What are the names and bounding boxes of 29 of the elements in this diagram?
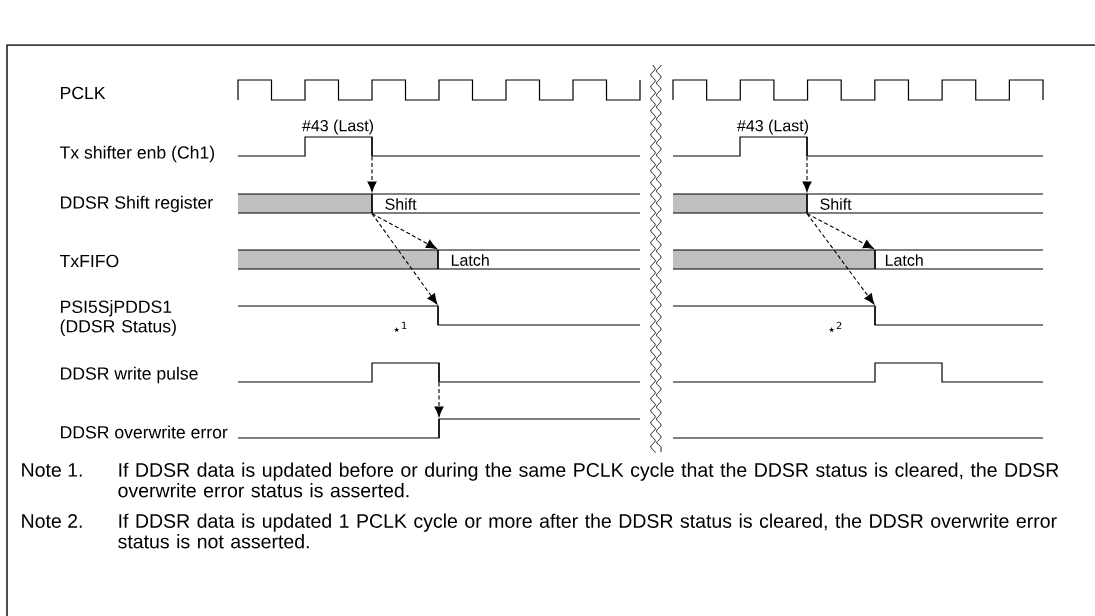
signal-label: PCLK	[61, 86, 106, 100]
transition-edge	[874, 306, 876, 325]
transition-edge	[437, 306, 439, 325]
note-number: Note 1.	[22, 463, 82, 477]
transition-edge	[874, 250, 876, 269]
transition-edge	[806, 194, 808, 213]
signal-label: DDSR overwrite error	[61, 425, 228, 439]
arrow	[371, 213, 437, 249]
arrow	[802, 156, 812, 192]
signal-label: PSI5SjPDDS1 (DDSR Status)	[60, 300, 176, 336]
signal-label: DDSR write pulse	[61, 366, 198, 384]
transition-edge	[371, 137, 373, 156]
note-text: If DDSR data is updated 1 PCLK cycle or more after the DDSR status is cleared, the DDSR overwrite error status is not asserted.	[118, 513, 1057, 549]
signal-label: Tx shifter enb (Ch1)	[60, 145, 214, 163]
transition-edge	[806, 137, 808, 156]
transition-edge	[438, 363, 440, 382]
signal-label: DDSR Shift register	[61, 195, 213, 213]
arrow	[806, 213, 875, 305]
note-mark: ⋆$^{2}$	[828, 321, 842, 333]
transition-edge	[371, 194, 373, 213]
arrow	[806, 213, 874, 249]
arrow	[434, 382, 444, 417]
note-mark: ⋆$^{1}$	[393, 321, 407, 333]
arrow	[367, 156, 377, 192]
arrow	[371, 213, 438, 305]
signal-label: TxFIFO	[60, 254, 119, 268]
transition-edge	[437, 250, 439, 269]
transition-edge	[438, 419, 440, 438]
note-number: Note 2.	[22, 514, 82, 528]
